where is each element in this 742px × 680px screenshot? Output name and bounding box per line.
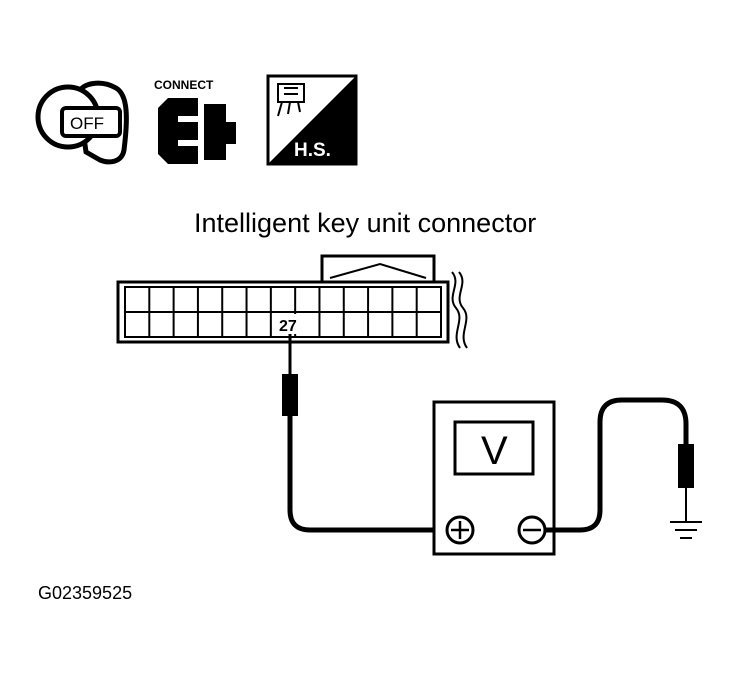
positive-probe-lead [282, 334, 448, 533]
voltmeter-display [453, 420, 535, 476]
harness-side-icon: H.S. [266, 74, 358, 166]
negative-probe-tip [678, 444, 694, 488]
ignition-key-off-icon: OFF [35, 80, 129, 165]
connector-connect-icon: CONNECT [154, 78, 236, 164]
terminal-label-bg [278, 314, 302, 334]
connector-break-lines [451, 271, 468, 349]
figure-code: G02359525 [38, 583, 132, 603]
connector-body [116, 254, 450, 344]
ignition-label: OFF [70, 114, 104, 133]
connector-title: Intelligent key unit connector [194, 208, 536, 238]
hs-label: H.S. [294, 140, 331, 161]
voltmeter: V [432, 400, 556, 556]
negative-probe-lead [545, 397, 694, 533]
terminal-27-label: 27 [279, 318, 297, 335]
connect-label: CONNECT [154, 78, 214, 92]
ground-icon [670, 521, 702, 539]
positive-probe-tip [282, 374, 298, 416]
voltmeter-symbol: V [481, 429, 508, 473]
